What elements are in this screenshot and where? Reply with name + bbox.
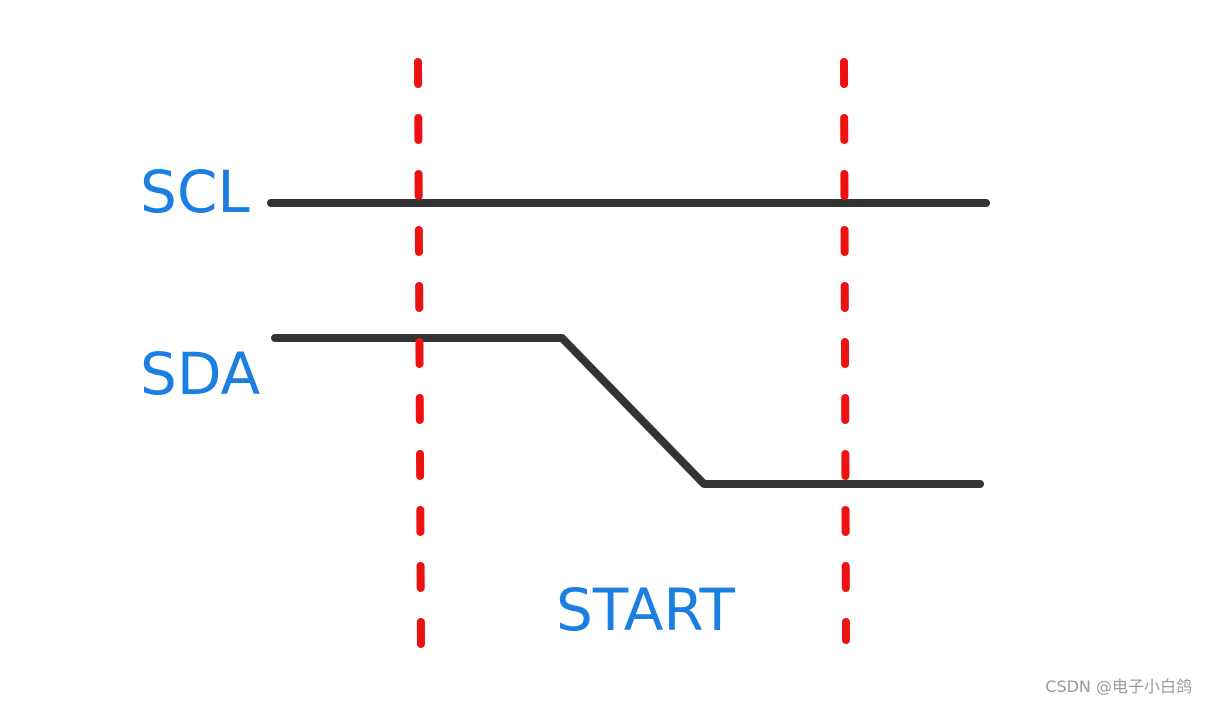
sda-label: SDA <box>140 340 260 408</box>
scl-label: SCL <box>140 158 250 226</box>
sda-waveform <box>271 334 984 488</box>
watermark-text: CSDN @电子小白鸽 <box>1045 677 1192 696</box>
start-boundary-left-marker <box>414 58 425 650</box>
start-phase-label: START <box>556 576 735 644</box>
start-boundary-right-marker <box>840 58 850 644</box>
